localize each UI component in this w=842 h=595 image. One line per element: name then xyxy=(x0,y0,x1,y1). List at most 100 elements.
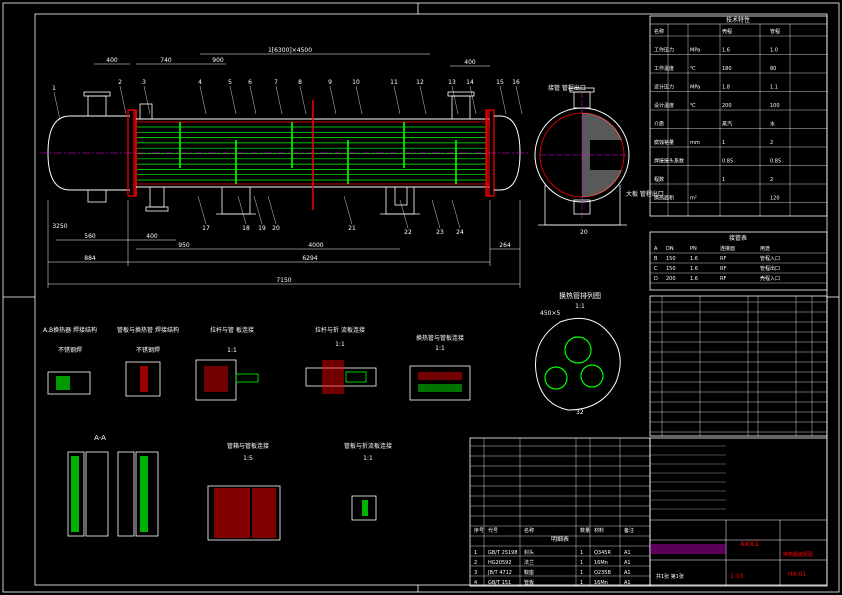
nozzle-table-header: 接管表 xyxy=(729,234,747,242)
part-number-label: 9 xyxy=(328,79,332,86)
joint-scale-2: 1:1 xyxy=(363,455,373,462)
parts-cell: Q345R xyxy=(594,550,611,556)
tech-spec-cell: 介质 xyxy=(654,121,664,128)
part-number-label: 19 xyxy=(258,225,266,232)
tech-spec-cell: 1.1 xyxy=(770,85,778,91)
part-number-label: 12 xyxy=(416,79,424,86)
joint-title-1: 管箱与管板连接 xyxy=(227,442,269,450)
dim-400-bottom: 400 xyxy=(146,233,158,240)
part-number-label: 10 xyxy=(352,79,360,86)
leader-line xyxy=(53,91,61,121)
nozzle-cell: 管程出口 xyxy=(760,265,780,272)
tech-spec-cell: 200 xyxy=(722,103,732,109)
leader-line xyxy=(119,85,127,115)
tech-spec-cell: 焊接接头系数 xyxy=(654,158,684,165)
dim-264: 264 xyxy=(499,242,511,249)
parts-cell: GB/T 151 xyxy=(488,580,511,586)
detail-title-4: 拉杆与折 流板连接 xyxy=(315,326,365,334)
part-number-label: 15 xyxy=(496,79,504,86)
detail-sub-5: 1:1 xyxy=(435,345,445,352)
tube-layout-title: 换热管排列图 xyxy=(559,291,601,300)
parts-list-table xyxy=(649,295,828,437)
tech-spec-cell: 换热面积 xyxy=(654,195,674,202)
detail-title-3: 拉杆与管 板连接 xyxy=(210,326,254,334)
part-number-label: 4 xyxy=(198,79,202,86)
nozzle-cell: A xyxy=(654,246,658,252)
nozzle-cell: RF xyxy=(720,256,726,262)
drawing-sheet: 共1张 第1张 xyxy=(656,573,684,580)
nozzle-cell: RF xyxy=(720,276,726,282)
dim-3250: 3250 xyxy=(52,223,67,230)
part-number-label: 14 xyxy=(466,79,474,86)
side-view: 接管 管程出口 大板 管程出口 20 xyxy=(534,84,664,236)
tech-spec-cell: 水 xyxy=(770,121,775,128)
part-number-label: 13 xyxy=(448,79,456,86)
parts-header-cell: 名称 xyxy=(524,527,534,534)
parts-cell: 法兰 xyxy=(524,559,534,566)
part-number-label: 11 xyxy=(390,79,398,86)
detail-sub-1: 不锈钢焊 xyxy=(58,346,82,354)
part-number-label: 3 xyxy=(142,79,146,86)
parts-header-cell: 代号 xyxy=(488,527,498,534)
tech-spec-cell: 180 xyxy=(722,66,732,72)
part-number-label: 5 xyxy=(228,79,232,86)
joint-title-2: 管板与折流板连接 xyxy=(344,442,392,450)
parts-cell: 封头 xyxy=(524,549,534,556)
dim-400-left: 400 xyxy=(106,57,118,64)
parts-cell: 3 xyxy=(474,570,477,576)
leader-line xyxy=(451,85,459,115)
tube-layout-dim: 450×5 xyxy=(540,310,560,317)
dimension-texts: 1[6300]×4500 400 740 900 400 560 400 950… xyxy=(52,47,511,284)
parts-cell: GB/T 25198 xyxy=(488,550,518,556)
section-aa: A-A xyxy=(67,434,159,537)
parts-cell: 4 xyxy=(474,580,477,586)
parts-cell: 1 xyxy=(580,550,583,556)
dim-740: 740 xyxy=(160,57,172,64)
title-block: xxx1 换热器装配图 1:10 共1张 第1张 HX-01 xyxy=(649,437,828,587)
tech-spec-cell: 0.85 xyxy=(770,159,781,165)
tech-spec-cell: ℃ xyxy=(690,66,696,72)
tube-layout-view: 换热管排列图 1:1 450×5 32 xyxy=(535,291,621,416)
tech-spec-cell: MPa xyxy=(690,48,700,54)
tech-spec-cell: 壳程 xyxy=(722,28,732,35)
parts-header-cell: 备注 xyxy=(624,527,634,534)
part-number-label: 8 xyxy=(298,79,302,86)
parts-cell: 1 xyxy=(474,550,477,556)
dim-560: 560 xyxy=(84,233,96,240)
detail-title-5: 换热管与管板连接 xyxy=(416,334,464,342)
leader-line xyxy=(197,195,207,225)
leader-line xyxy=(249,85,257,115)
joint-details: 管箱与管板连接 1:5 管板与折流板连接 1:1 xyxy=(207,442,392,541)
tech-spec-cell: 1.0 xyxy=(770,48,778,54)
saddle-supports xyxy=(216,187,420,215)
tech-spec-cell: 名称 xyxy=(654,28,664,35)
dim-900: 900 xyxy=(212,57,224,64)
nozzle-cell: RF xyxy=(720,266,726,272)
parts-cell: A1 xyxy=(624,560,631,566)
dimension-lines xyxy=(47,53,521,288)
tech-spec-cell: 腐蚀裕量 xyxy=(654,139,674,146)
dim-6294: 6294 xyxy=(302,255,317,262)
parts-cell: A1 xyxy=(624,580,631,586)
tech-spec-cell: ℃ xyxy=(690,103,696,109)
section-aa-label: A-A xyxy=(94,434,106,442)
leader-line xyxy=(343,195,353,225)
tech-spec-cell: 80 xyxy=(770,66,776,72)
tube-layout-scale: 1:1 xyxy=(575,303,585,310)
leader-line xyxy=(399,199,409,229)
drawing-scale: 1:10 xyxy=(730,573,744,580)
part-number-label: 23 xyxy=(436,229,444,236)
tech-spec-cell: 2 xyxy=(770,140,773,146)
detail-title-1: A,B换热器 焊接结构 xyxy=(43,326,97,334)
detail-title-2: 管板与换热管 焊接结构 xyxy=(117,326,179,334)
dim-tube-length: 1[6300]×4500 xyxy=(268,47,312,54)
leader-line xyxy=(393,85,401,115)
leader-line xyxy=(275,85,283,115)
parts-cell: 16Mn xyxy=(594,580,608,586)
parts-header-cell: 材料 xyxy=(594,527,604,534)
side-label-bottom: 大板 管程出口 xyxy=(626,190,664,198)
leader-line xyxy=(267,195,277,225)
tech-spec-cell: 1.6 xyxy=(722,48,730,54)
